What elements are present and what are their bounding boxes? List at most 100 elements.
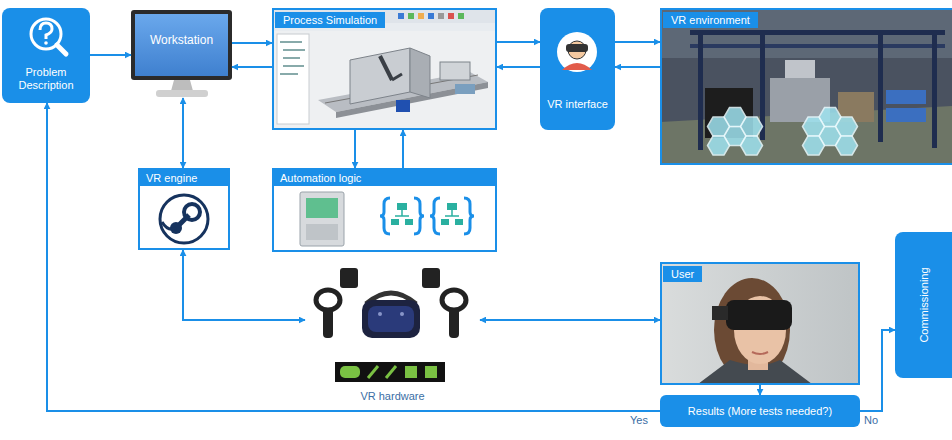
user-photo — [662, 264, 858, 383]
vr-environment-scene-part — [660, 8, 952, 165]
problem-icon-part — [57, 45, 66, 54]
box-label: VR interface — [540, 98, 615, 111]
vr-environment-scene-part — [836, 136, 858, 155]
vr-hardware-group: VR hardware — [305, 262, 480, 403]
vr-hardware-figure-part — [335, 362, 445, 382]
automation-icons-part — [441, 219, 449, 225]
user-photo-part — [726, 300, 792, 330]
problem-icon-part — [44, 41, 48, 45]
vr-hardware-figure-part — [368, 306, 414, 332]
automation-icons — [300, 192, 474, 246]
vr-environment-scene-part — [886, 108, 926, 122]
vr-environment-scene-part — [708, 117, 730, 136]
flow-arrow — [183, 250, 305, 320]
problem-icon-part — [40, 23, 52, 39]
simulation-screenshot-part — [428, 13, 434, 19]
vr-interface-icon-part — [562, 63, 592, 70]
automation-icons-part — [455, 219, 463, 225]
automation-icons-part — [300, 192, 344, 246]
automation-icons-part — [447, 203, 457, 210]
vr-environment-scene-part — [785, 60, 815, 78]
vr-hardware-figure-part — [323, 308, 333, 338]
steam-logo-part — [160, 195, 208, 243]
figure-caption: VR hardware — [360, 390, 424, 403]
monitor-icon — [131, 10, 232, 97]
simulation-screenshot-part — [277, 34, 309, 124]
simulation-screenshot-part — [398, 13, 404, 19]
vr-hardware-figure-part — [386, 366, 396, 378]
box-label: Problem Description — [2, 66, 90, 92]
vr-interface-icon-part — [566, 44, 588, 52]
user-photo-part — [662, 264, 858, 383]
flow-arrow — [615, 66, 660, 68]
automation-icons-part — [451, 210, 453, 216]
edge-label: Yes — [628, 414, 650, 426]
user-photo-part — [712, 306, 728, 320]
simulation-screenshot-part — [408, 13, 414, 19]
automation-icons-part — [395, 215, 409, 217]
vr-environment-scene-part — [690, 30, 945, 35]
simulation-screenshot-part — [418, 13, 424, 19]
flow-arrow — [232, 42, 272, 44]
simulation-screenshot-part — [396, 100, 410, 112]
vr-environment-scene-part — [708, 136, 730, 155]
simulation-screenshot-part — [392, 74, 402, 80]
automation-icons-part — [414, 198, 424, 234]
automation-panel: Automation logic — [272, 168, 497, 252]
vr-hardware-figure-part — [405, 366, 417, 378]
simulation-screenshot-part — [274, 10, 495, 128]
rotated-label: Commissioning — [918, 267, 930, 342]
panel-heading: VR environment — [663, 12, 758, 28]
simulation-screenshot-part — [283, 49, 305, 51]
vr-hardware-figure-part — [449, 308, 459, 338]
vr-hardware-figure-part — [442, 290, 466, 310]
commissioning-box: Commissioning — [895, 232, 952, 378]
vr-hardware-figure-part — [400, 312, 404, 316]
automation-icons-part — [401, 210, 403, 216]
vr-engine-panel: VR engine — [138, 168, 230, 250]
simulation-screenshot — [274, 10, 495, 128]
vr-hardware-figure-part — [340, 366, 360, 378]
vr-hardware-figure-part — [340, 268, 358, 288]
flow-arrow — [47, 103, 660, 411]
vr-interface-icon-part — [557, 32, 597, 72]
automation-icons-part — [430, 198, 440, 234]
automation-icons-part — [380, 198, 390, 234]
steam-logo — [160, 195, 208, 243]
flow-arrow — [759, 385, 761, 395]
vr-hardware-figure-part — [422, 268, 440, 288]
monitor-icon-part — [171, 80, 193, 91]
flow-arrow — [90, 54, 131, 56]
workstation-monitor: Workstation — [131, 10, 232, 98]
vr-interface-box: VR interface — [540, 8, 615, 130]
edge-label: No — [862, 414, 880, 426]
simulation-screenshot-part — [350, 48, 410, 104]
screen-label: Workstation — [131, 33, 232, 47]
vr-environment-scene-part — [932, 30, 937, 148]
flow-arrow — [497, 41, 540, 43]
automation-icons-part — [405, 219, 413, 225]
flow-arrow — [402, 130, 404, 168]
vr-environment-scene-part — [660, 8, 952, 58]
problem-icon-part — [2, 8, 90, 103]
vr-interface-icon — [540, 8, 615, 130]
flow-arrow — [480, 319, 660, 321]
automation-icons-part — [391, 219, 399, 225]
monitor-icon-part — [156, 90, 208, 97]
flow-arrow — [615, 41, 660, 43]
vr-hardware-figure — [316, 268, 466, 382]
simulation-screenshot-part — [448, 13, 454, 19]
simulation-screenshot-part — [438, 13, 444, 19]
simulation-screenshot-part — [410, 48, 430, 98]
vr-environment-scene-part — [741, 117, 763, 136]
automation-icons-part — [306, 198, 338, 218]
vr-environment-panel: VR environment — [660, 8, 952, 165]
simulation-screenshot-part — [380, 56, 392, 80]
vr-environment-scene-part — [741, 136, 763, 155]
simulation-screenshot-part — [280, 73, 298, 75]
user-photo-part — [752, 352, 768, 354]
vr-environment-scene-part — [690, 44, 945, 48]
panel-heading: Process Simulation — [275, 12, 385, 28]
